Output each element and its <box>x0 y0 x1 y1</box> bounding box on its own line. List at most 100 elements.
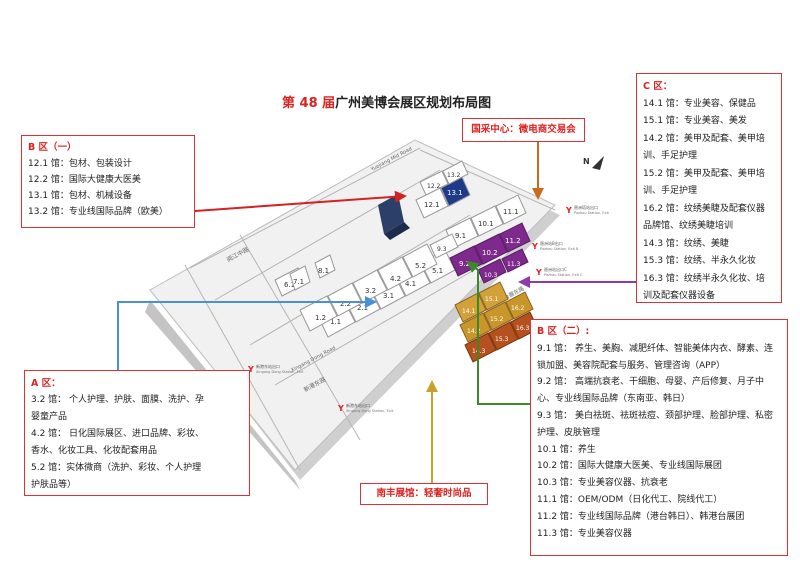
hall-11.1: 11.1 <box>495 194 527 225</box>
svg-text:琶洲站出口C: 琶洲站出口C <box>544 266 567 272</box>
svg-text:13.2: 13.2 <box>447 172 461 179</box>
tag-guocai: 国采中心：微电商交易会 <box>462 118 585 142</box>
hall-11.2: 11.2 <box>499 222 531 253</box>
zone-a-line: 3.2 馆： 个人护理、护肤、面膜、洗护、孕 <box>31 395 205 405</box>
svg-text:3.2: 3.2 <box>365 287 376 295</box>
svg-text:9.3: 9.3 <box>437 246 447 253</box>
svg-text:5.1: 5.1 <box>432 267 443 275</box>
svg-text:Y: Y <box>337 404 344 413</box>
zone-b2-header: B 区（二）: <box>537 326 590 337</box>
svg-text:Y: Y <box>531 242 538 251</box>
zone-b2-line: 9.3 馆： 美白祛斑、祛斑祛痘、颈部护理、脸部护理、私密护理、皮肤管理 <box>537 410 774 438</box>
zone-a-line: 婴童产品 <box>31 412 68 422</box>
hall-10.2: 10.2 <box>474 233 508 265</box>
zone-c-line: 训、手足护理 <box>643 151 698 161</box>
zone-c-line: 16.2 馆：纹绣美睫及配套仪器 <box>643 203 765 214</box>
tag-nanfeng: 南丰展馆：轻奢时尚品 <box>360 483 488 505</box>
svg-text:2.2: 2.2 <box>340 300 351 308</box>
svg-text:3.1: 3.1 <box>383 292 394 300</box>
svg-text:9.2: 9.2 <box>459 260 470 268</box>
svg-text:Pazhou Station, Exit C: Pazhou Station, Exit C <box>544 273 583 277</box>
svg-text:16.2: 16.2 <box>511 305 525 312</box>
hall-15.1: 15.1 <box>478 281 509 311</box>
zone-a-line: 香水、化妆工具、化妆配套用品 <box>31 446 158 456</box>
zone-b2-line: 11.3 馆：专业美容仪器 <box>537 528 632 539</box>
arrow-a <box>117 296 377 370</box>
svg-text:10.1: 10.1 <box>478 220 494 228</box>
arrow-b2 <box>466 260 530 405</box>
svg-text:4.1: 4.1 <box>405 280 416 288</box>
svg-text:11.3: 11.3 <box>507 261 521 268</box>
zone-b2-line: 11.2 馆：专业线国际品牌（港台韩日）、韩港台展团 <box>537 511 745 522</box>
hall-1.2: 1.2 <box>299 295 338 332</box>
hall-5.2: 5.2 <box>402 243 438 278</box>
hall-11.3: 11.3 <box>501 248 529 273</box>
svg-text:新港东站出口: 新港东站出口 <box>346 402 370 408</box>
hall-15.3: 15.3 <box>488 321 519 351</box>
zone-b2-box: B 区（二）: 9.1 馆： 养生、美胸、减肥纤体、智能美体内衣、酵素、连锁加盟… <box>530 319 788 556</box>
svg-text:4.2: 4.2 <box>390 275 401 283</box>
svg-text:Xingang Dong Station, Exit: Xingang Dong Station, Exit <box>346 409 394 413</box>
svg-text:14.2: 14.2 <box>467 328 481 335</box>
zone-a-header: A 区： <box>31 378 61 389</box>
zone-b1-header: B 区（一） <box>28 142 77 153</box>
zone-b2-line: 11.1 馆：OEM/ODM（日化代工、院线代工） <box>537 494 723 505</box>
zone-b1-line: 13.2 馆：专业线国际品牌（欧美） <box>28 207 168 217</box>
navy-tower <box>378 194 410 240</box>
hall-10.3: 10.3 <box>477 258 507 284</box>
svg-text:2.1: 2.1 <box>357 304 368 312</box>
road-grid <box>184 147 556 471</box>
svg-text:10.3: 10.3 <box>484 272 498 279</box>
zone-b2-line: 10.3 馆：专业美容仪器、抗衰老 <box>537 478 668 489</box>
zone-c-line: 14.2 馆：美甲及配套、美甲培 <box>643 133 765 144</box>
svg-text:11.2: 11.2 <box>505 237 521 245</box>
zone-c-line: 15.1 馆：专业美容、美发 <box>643 116 747 126</box>
svg-text:N: N <box>583 157 590 166</box>
svg-text:1.2: 1.2 <box>315 314 326 322</box>
zone-b1-line: 12.1 馆：包材、包装设计 <box>28 159 132 169</box>
svg-text:12.2: 12.2 <box>427 183 441 190</box>
zone-b2-line: 9.1 馆： 养生、美胸、减肥纤体、智能美体内衣、酵素、连锁加盟、美容院配套与服… <box>537 343 774 371</box>
svg-text:10.2: 10.2 <box>482 249 498 257</box>
hall-4.2: 4.2 <box>377 256 413 291</box>
zone-c-line: 训、手足护理 <box>643 186 698 196</box>
zone-b2-line: 9.2 馆： 高端抗衰老、干细胞、母婴、产后修复、月子中心、专业线国际品牌（东南… <box>537 377 765 405</box>
svg-text:新港东站出口: 新港东站出口 <box>256 363 280 369</box>
zone-c-line: 16.3 馆：纹绣半永久化妆、培 <box>643 273 765 284</box>
page-title: 第 48 届广州美博会展区规划布局图 <box>282 92 542 114</box>
connector-lines <box>117 142 636 483</box>
svg-text:Y: Y <box>535 268 542 277</box>
zone-c-header: C 区： <box>643 81 673 92</box>
zone-a-box: A 区： 3.2 馆： 个人护理、护肤、面膜、洗护、孕 婴童产品 4.2 馆： … <box>24 370 250 496</box>
arrow-b1 <box>194 190 407 212</box>
svg-text:8.1: 8.1 <box>318 267 329 275</box>
svg-text:13.1: 13.1 <box>447 189 463 197</box>
zone-c-line: 14.1 馆：专业美容、保健品 <box>643 98 756 109</box>
hall-15.2: 15.2 <box>483 301 514 331</box>
zone-c-line: 14.3 馆：纹绣、美睫 <box>643 238 729 249</box>
zone-b1-line: 12.2 馆：国际大健康大医美 <box>28 175 141 185</box>
zone-b1-box: B 区（一） 12.1 馆：包材、包装设计 12.2 馆：国际大健康大医美 13… <box>21 135 195 228</box>
hall-13.2: 13.2 <box>442 160 469 185</box>
hall-8.1: 8.1 <box>314 254 336 279</box>
hall-7.1: 7.1 <box>289 265 311 291</box>
svg-text:Pazhou Station, Exit B: Pazhou Station, Exit B <box>540 247 579 251</box>
zone-c-line: 15.3 馆：纹绣、半永久化妆 <box>643 256 756 266</box>
svg-text:Y: Y <box>247 365 254 374</box>
hall-9.2: 9.2 <box>449 245 483 277</box>
hall-9.3: 9.3 <box>429 233 459 259</box>
title-main: 广州美博会展区规划布局图 <box>335 96 492 111</box>
svg-text:Pazhou Station, Exit: Pazhou Station, Exit <box>574 211 610 215</box>
zone-a-line: 护肤品等） <box>31 480 77 490</box>
zone-c-box: C 区： 14.1 馆：专业美容、保健品 15.1 馆：专业美容、美发 14.2… <box>636 73 782 303</box>
hall-14.2: 14.2 <box>459 312 492 343</box>
zone-c-line: 15.2 馆：美甲及配套、美甲培 <box>643 168 765 179</box>
svg-text:9.1: 9.1 <box>455 232 466 240</box>
svg-text:1.1: 1.1 <box>330 318 341 326</box>
zone-b2-line: 10.1 馆：养生 <box>537 444 596 455</box>
svg-text:Y: Y <box>565 206 572 215</box>
